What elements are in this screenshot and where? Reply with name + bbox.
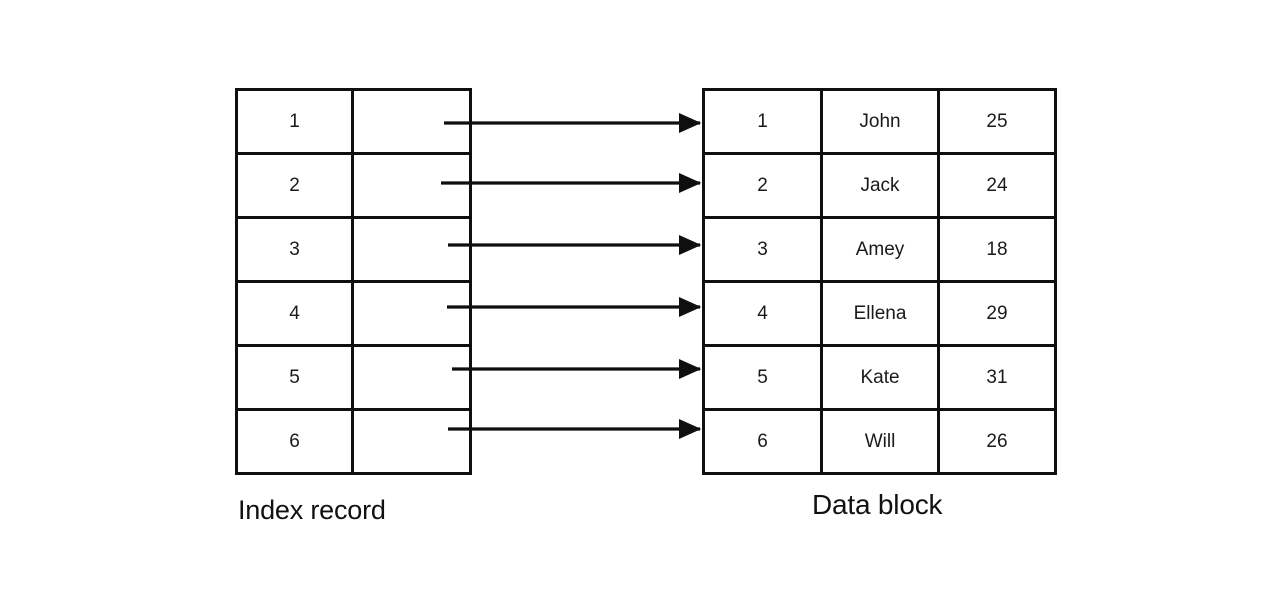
table-row: 5 Kate 31 — [702, 344, 1057, 411]
index-pointer-cell — [351, 280, 472, 347]
index-pointer-cell — [351, 88, 472, 155]
data-name-cell: John — [820, 88, 940, 155]
table-row: 1 John 25 — [702, 88, 1057, 155]
index-record-label: Index record — [238, 495, 386, 525]
index-key-cell: 2 — [235, 152, 354, 219]
table-row: 6 Will 26 — [702, 408, 1057, 475]
table-row: 4 — [235, 280, 472, 347]
index-key-cell: 5 — [235, 344, 354, 411]
data-id-cell: 2 — [702, 152, 823, 219]
data-block-label: Data block — [812, 489, 943, 520]
table-row: 2 Jack 24 — [702, 152, 1057, 219]
table-row: 3 — [235, 216, 472, 283]
data-age-cell: 26 — [937, 408, 1057, 475]
index-pointer-cell — [351, 216, 472, 283]
data-name-cell: Jack — [820, 152, 940, 219]
data-age-cell: 31 — [937, 344, 1057, 411]
index-key-cell: 1 — [235, 88, 354, 155]
data-id-cell: 3 — [702, 216, 823, 283]
data-name-cell: Ellena — [820, 280, 940, 347]
data-age-cell: 29 — [937, 280, 1057, 347]
data-name-cell: Kate — [820, 344, 940, 411]
data-id-cell: 1 — [702, 88, 823, 155]
data-age-cell: 24 — [937, 152, 1057, 219]
data-name-cell: Amey — [820, 216, 940, 283]
index-key-cell: 6 — [235, 408, 354, 475]
table-row: 6 — [235, 408, 472, 475]
table-row: 5 — [235, 344, 472, 411]
data-age-cell: 25 — [937, 88, 1057, 155]
table-row: 3 Amey 18 — [702, 216, 1057, 283]
data-id-cell: 6 — [702, 408, 823, 475]
data-name-cell: Will — [820, 408, 940, 475]
data-block-table: 1 John 25 2 Jack 24 3 Amey 18 4 Ellena 2… — [702, 88, 1057, 475]
index-key-cell: 4 — [235, 280, 354, 347]
table-row: 2 — [235, 152, 472, 219]
table-row: 1 — [235, 88, 472, 155]
index-key-cell: 3 — [235, 216, 354, 283]
index-pointer-cell — [351, 344, 472, 411]
index-pointer-cell — [351, 408, 472, 475]
index-record-table: 1 2 3 4 5 6 — [235, 88, 472, 475]
table-row: 4 Ellena 29 — [702, 280, 1057, 347]
data-age-cell: 18 — [937, 216, 1057, 283]
index-pointer-cell — [351, 152, 472, 219]
data-id-cell: 5 — [702, 344, 823, 411]
data-id-cell: 4 — [702, 280, 823, 347]
